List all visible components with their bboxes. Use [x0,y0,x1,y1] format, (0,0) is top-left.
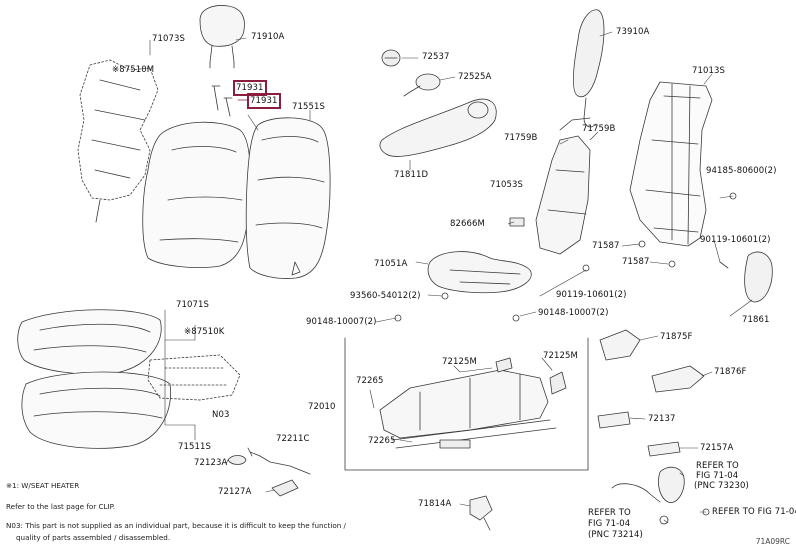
label-71511S: 71511S [178,442,212,452]
note-clip: Refer to the last page for CLIP. [6,502,116,511]
label-71587-upper: 71587 [592,241,620,251]
label-N03: N03 [212,410,230,420]
label-71861: 71861 [742,315,770,325]
label-71073S: 71073S [152,34,186,44]
lever-71875F-drawing [599,329,641,361]
wire-71814A-drawing [469,495,493,531]
cover-71861-drawing [744,251,773,303]
label-72537: 72537 [422,52,450,62]
adjuster-frame-box [344,337,589,471]
knob-72537-drawing [381,49,401,67]
clip-72127A-drawing [271,479,299,497]
label-71071S: 71071S [176,300,210,310]
label-90119-10601-right: 90119-10601(2) [700,235,771,245]
label-72125M-right: 72125M [543,351,578,361]
label-72525A: 72525A [458,72,492,82]
label-refer-to-right: REFER TO FIG 71-04 [712,507,796,517]
label-72265-upper: 72265 [356,376,384,386]
harness-71051A-drawing [427,217,532,294]
lever-71876F-drawing [651,365,705,393]
label-71759B-right: 71759B [582,124,616,134]
label-72211C: 72211C [276,434,310,444]
label-71931-upper: 71931 [233,80,267,96]
headrest-left-drawing [199,5,245,69]
label-72127A: 72127A [218,487,252,497]
label-71551S: 71551S [292,102,326,112]
diagram-code: 71A09RC [755,537,790,546]
label-pnc-73230: (PNC 73230) [694,481,749,491]
label-71931-lower: 71931 [247,93,281,109]
seat-cushion-pad-drawing [17,309,162,375]
note-n03-line1: N03: This part is not supplied as an ind… [6,521,346,530]
label-71811D: 71811D [394,170,429,180]
label-71910A: 71910A [251,32,285,42]
label-90148-10007-left: 90148-10007(2) [306,317,377,327]
label-72010: 72010 [308,402,336,412]
screws-drawing [211,85,249,117]
seatback-cover-drawing [245,117,331,279]
cover-72137-drawing [597,411,631,429]
seat-cushion-cover-drawing [21,371,172,449]
label-fig-71-04-lower: FIG 71-04 [588,519,631,529]
note-seat-heater: ※1: W/SEAT HEATER [6,481,80,490]
note-n03-line2: quality of parts assembled / disassemble… [16,533,171,542]
label-73910A: 73910A [616,27,650,37]
label-94185-80600: 94185-80600(2) [706,166,777,176]
label-71876F: 71876F [714,367,747,377]
label-72265-lower: 72265 [368,436,396,446]
label-72137: 72137 [648,414,676,424]
label-72123A: 72123A [194,458,228,468]
label-90119-10601-center: 90119-10601(2) [556,290,627,300]
heater-mat-seat-drawing [147,354,241,401]
label-refer-to-upper: REFER TO [696,461,739,471]
knob-72525A-drawing [403,73,441,97]
switch-assembly-drawing [611,466,710,525]
shield-71811D-drawing [379,98,497,157]
rod-72211C-drawing [247,447,311,475]
label-fig-71-04-upper: FIG 71-04 [696,471,739,481]
recliner-frame-drawing [535,117,591,255]
label-71814A: 71814A [418,499,452,509]
label-71759B-left: 71759B [504,133,538,143]
label-87510K: ※87510K [184,327,225,337]
label-71587-lower: 71587 [622,257,650,267]
headrest-right-drawing [573,9,605,128]
label-71875F: 71875F [660,332,693,342]
label-71053S: 71053S [490,180,524,190]
label-71013S: 71013S [692,66,726,76]
adjuster-frame-drawing [379,357,567,449]
hook-72123A-drawing [227,455,247,465]
seatback-pad-drawing [142,121,251,268]
label-93560-54012: 93560-54012(2) [350,291,421,301]
label-90148-10007-right: 90148-10007(2) [538,308,609,318]
leader-lines [149,31,753,524]
label-71051A: 71051A [374,259,408,269]
label-87510M: ※87510M [112,65,155,75]
label-refer-to-lower: REFER TO [588,508,631,518]
cover-72157A-drawing [647,441,681,457]
label-pnc-73214: (PNC 73214) [588,530,643,540]
label-72125M-left: 72125M [442,357,477,367]
heater-mat-back-drawing [77,59,159,223]
label-72157A: 72157A [700,443,734,453]
label-82666M: 82666M [450,219,485,229]
seatback-frame-drawing [629,81,713,247]
